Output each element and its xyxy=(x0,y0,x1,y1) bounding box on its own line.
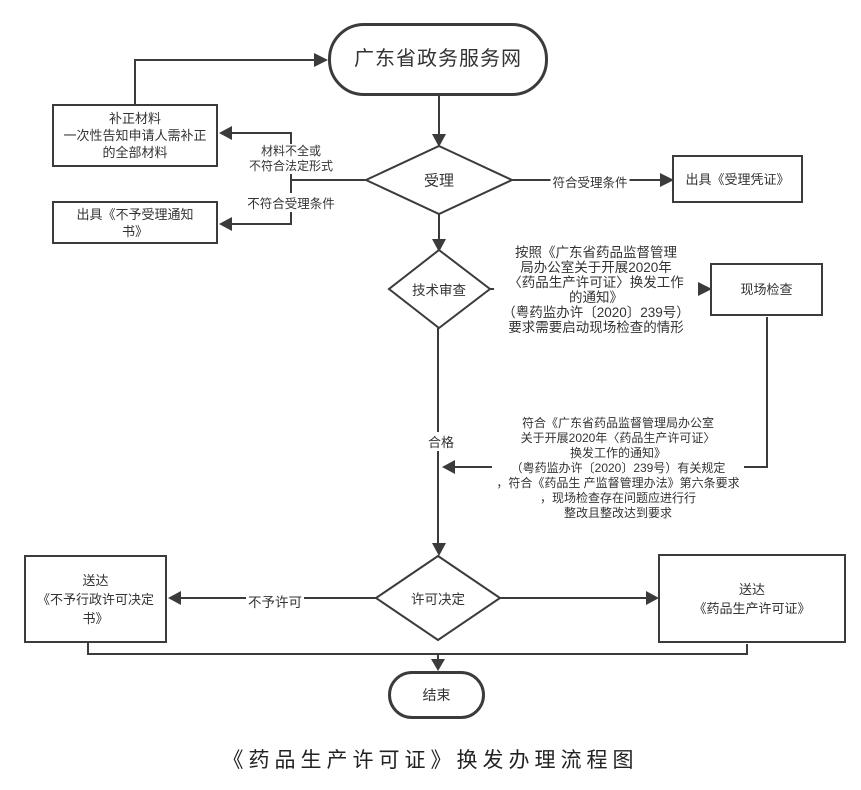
edge-label-not-meet-accept: 不符合受理条件 xyxy=(245,193,337,212)
edge-label-meet-accept: 符合受理条件 xyxy=(550,172,630,191)
license-decision-diamond-label: 许可决定 xyxy=(411,592,465,607)
accept-diamond xyxy=(363,144,515,216)
site-inspection-box: 现场检查 xyxy=(710,263,823,316)
supplement-materials-box: 补正材料 一次性告知申请人需补正 的全部材料 xyxy=(52,104,218,167)
reject-notice-box: 出具《不予受理通知 书》 xyxy=(52,201,218,244)
diagram-caption: 《药品生产许可证》换发办理流程图 xyxy=(222,748,639,772)
tech-review-diamond xyxy=(387,248,492,330)
edge-label-incomplete-materials: 材料不全或 不符合法定形式 xyxy=(246,144,336,174)
deliver-license-box: 送达 《药品生产许可证》 xyxy=(658,554,846,643)
accept-diamond-label: 受理 xyxy=(423,172,455,190)
note-qualified-basis: 符合《广东省药品监督管理局办公室 关于开展2020年〈药品生产许可证〉 换发工作… xyxy=(492,416,744,521)
start-node: 广东省政务服务网 xyxy=(328,23,548,96)
deliver-denial-box: 送达 《不予行政许可决定 书》 xyxy=(24,555,167,643)
edge-label-not-permitted: 不予许可 xyxy=(246,591,304,611)
note-inspection-trigger: 按照《广东省药品监督管理 局办公室关于开展2020年 〈药品生产许可证〉换发工作… xyxy=(494,245,698,335)
license-decision-diamond xyxy=(374,554,502,642)
accept-receipt-box: 出具《受理凭证》 xyxy=(672,155,803,203)
tech-review-diamond-label: 技术审查 xyxy=(412,283,466,298)
edge-label-qualified: 合格 xyxy=(425,432,457,451)
end-node: 结束 xyxy=(388,671,485,719)
